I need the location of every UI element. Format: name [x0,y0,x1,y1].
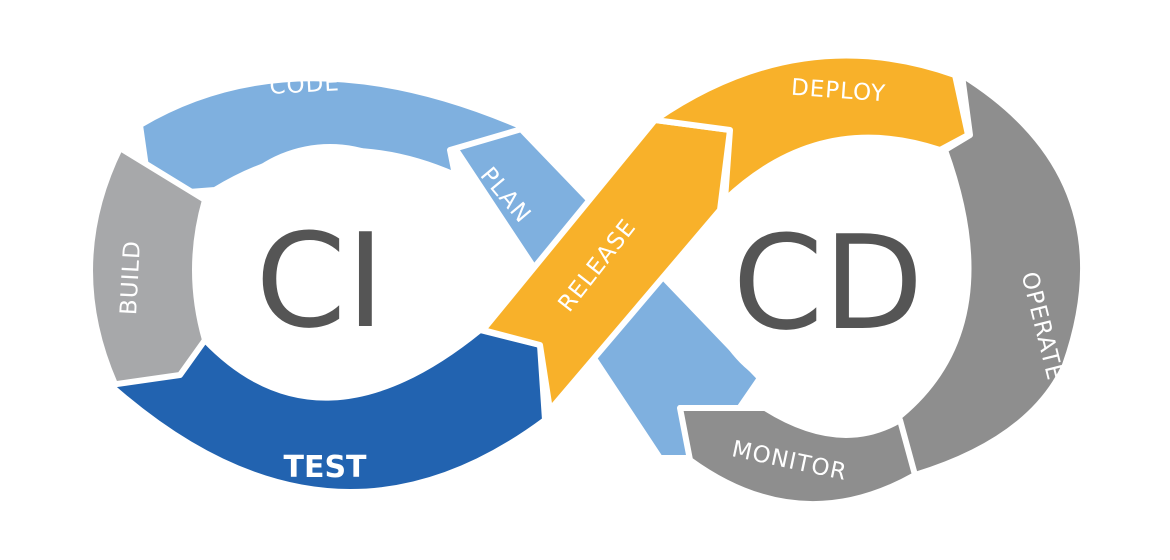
ci-hub [202,144,458,400]
operate-segment [892,72,1087,478]
test-label: TEST [283,450,367,485]
build-label: BUILD [116,240,146,316]
monitor-segment [677,405,918,508]
deploy-segment [652,52,971,203]
cd-hub-label: CD [733,207,924,359]
ci-hub-label: CI [255,205,384,357]
code-label: CODE [269,70,341,100]
cd-hub [705,158,945,398]
monitor-arc [677,405,918,508]
operate-arc [892,72,1087,478]
deploy-arc [652,52,971,203]
